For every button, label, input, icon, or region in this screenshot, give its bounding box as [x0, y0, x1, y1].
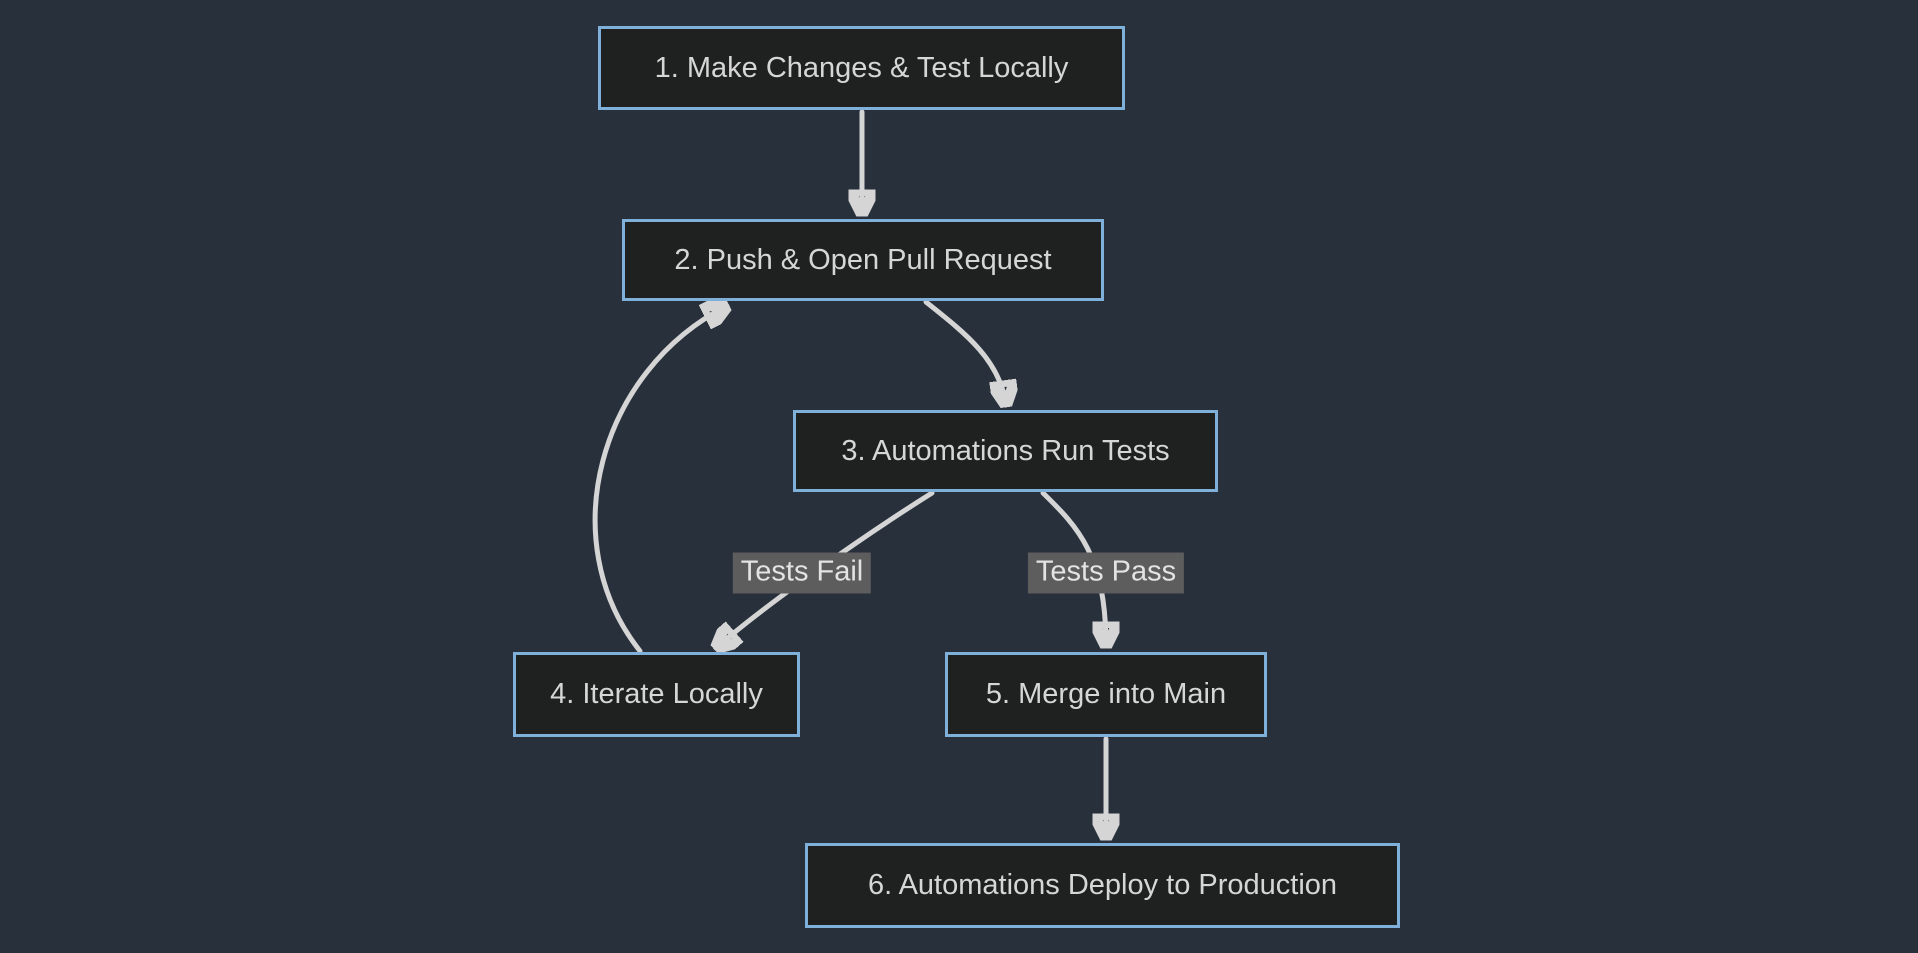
node-merge-into-main: 5. Merge into Main: [945, 652, 1267, 737]
edge-step4-to-step2: [592, 306, 727, 654]
node-automations-deploy-production: 6. Automations Deploy to Production: [805, 843, 1400, 928]
node-make-changes-test-locally: 1. Make Changes & Test Locally: [598, 26, 1125, 110]
edge-step3-to-step5-tests-pass: [1040, 490, 1106, 649]
edge-label-tests-fail: Tests Fail: [732, 552, 872, 594]
edge-label-tests-pass: Tests Pass: [1027, 552, 1185, 594]
node-push-open-pull-request: 2. Push & Open Pull Request: [622, 219, 1104, 301]
node-automations-run-tests: 3. Automations Run Tests: [793, 410, 1218, 492]
edge-step2-to-step3: [923, 299, 1006, 405]
node-iterate-locally: 4. Iterate Locally: [513, 652, 800, 737]
